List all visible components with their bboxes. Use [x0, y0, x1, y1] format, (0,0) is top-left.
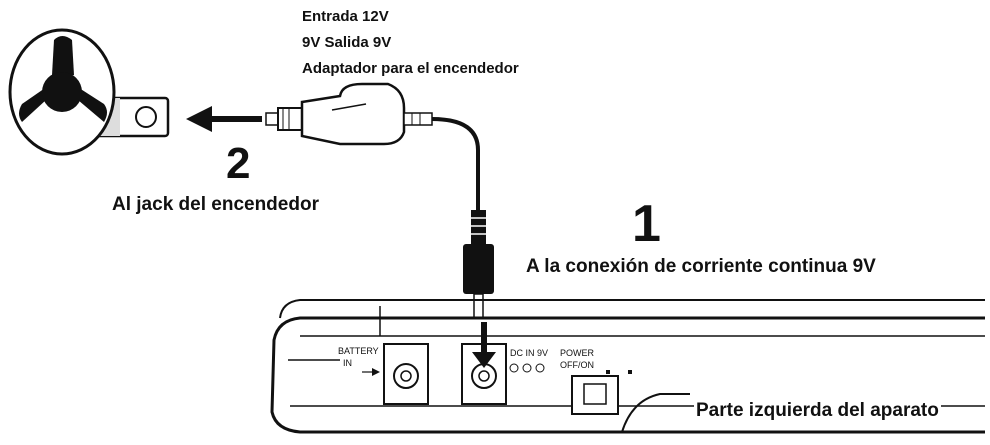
power-switch-knob [583, 383, 607, 405]
dc-plug-relief [471, 210, 486, 244]
battery-jack-pin [400, 370, 412, 382]
arrow-to-lighter-jack [186, 106, 262, 132]
polarity-symbol-1 [509, 363, 519, 373]
battery-in-label: IN [343, 358, 352, 368]
device-caption: Parte izquierda del aparato [694, 400, 941, 422]
step-1-label: A la conexión de corriente continua 9V [526, 256, 876, 277]
battery-label: BATTERY [338, 346, 379, 356]
polarity-symbol-2 [522, 363, 532, 373]
dc-plug-pin [473, 293, 484, 321]
adapter-line-output: 9V Salida 9V [302, 34, 392, 51]
insert-arrow-head [472, 352, 496, 368]
adapter-line-name: Adaptador para el encendedor [302, 60, 519, 77]
arrow-head [186, 106, 212, 132]
adapter-line-input: Entrada 12V [302, 8, 389, 25]
step-1-number: 1 [632, 195, 661, 253]
power-sub-label: OFF/ON [560, 360, 594, 370]
plug-highlight [331, 103, 367, 111]
plug-barrel [277, 107, 303, 131]
power-cable [431, 117, 480, 210]
step-2-label: Al jack del encendedor [112, 194, 319, 215]
power-label: POWER [560, 348, 595, 358]
device-side-curve [621, 393, 690, 433]
arrow-shaft [210, 116, 262, 122]
fan-blade-left [19, 86, 48, 122]
fan-socket-illustration [8, 28, 170, 156]
plug-tip [265, 112, 279, 126]
dcin-jack-pin [478, 370, 490, 382]
insert-arrow-shaft [481, 322, 487, 356]
dc-plug [463, 210, 494, 321]
polarity-symbol-3 [535, 363, 545, 373]
battery-in-arrow [372, 368, 380, 376]
power-indicator-dot [606, 370, 610, 374]
plug-body [300, 82, 406, 146]
fan-blade-top [52, 36, 74, 75]
fan-blade-right [76, 86, 107, 122]
dc-plug-body [463, 244, 494, 294]
device-top-ridge [279, 299, 985, 319]
socket-hole [135, 106, 157, 128]
car-plug-adapter [265, 82, 433, 146]
step-2-number: 2 [226, 139, 251, 188]
power-indicator-dot-2 [628, 370, 632, 374]
fan-hub [42, 72, 82, 112]
plug-strain-relief [403, 112, 433, 126]
dcin-label: DC IN 9V [510, 348, 549, 358]
